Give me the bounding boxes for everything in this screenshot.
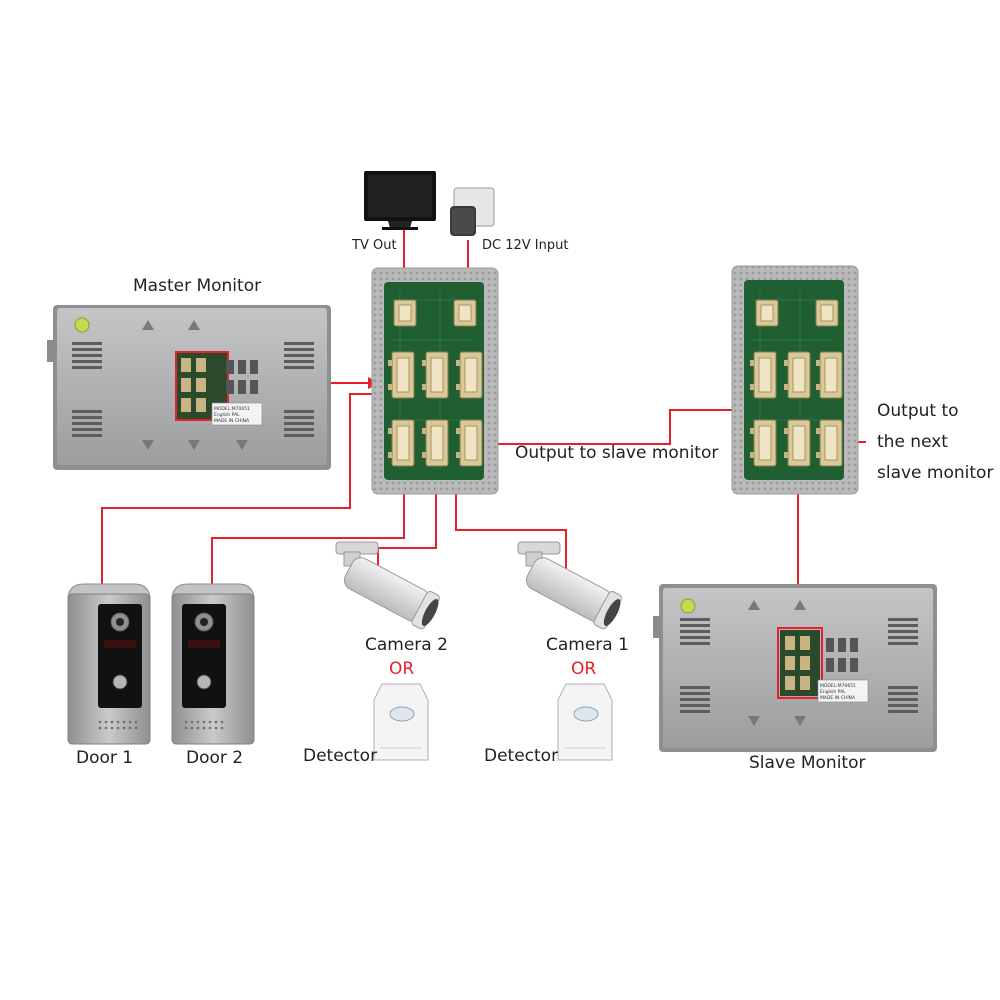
camera2-label: Camera 2 (365, 635, 448, 655)
detector1-label: Detector (303, 746, 378, 766)
output-next-label-line1: Output to (877, 401, 959, 421)
wire-camera2 (377, 470, 437, 576)
master-monitor: MODEL:M70651 English PAL MADE IN CHINA (47, 305, 331, 470)
camera1-label: Camera 1 (546, 635, 629, 655)
detector-1-icon (373, 683, 429, 761)
camera-2-icon (335, 541, 440, 630)
wire-camera1 (455, 470, 567, 576)
slave-sticker-line3: MADE IN CHINA (820, 695, 856, 701)
slave-monitor-label: Slave Monitor (749, 753, 866, 773)
master-sticker-line2: English PAL (214, 412, 240, 418)
or-label-2: OR (571, 659, 597, 679)
output-slave-label: Output to slave monitor (515, 443, 719, 463)
door-station-2 (171, 583, 255, 745)
output-next-label-line3: slave monitor (877, 463, 994, 483)
power-adapter-icon (450, 187, 495, 236)
tv-icon (364, 171, 436, 230)
door2-label: Door 2 (186, 748, 244, 768)
connector-board-slave (731, 265, 859, 495)
wire-door2 (211, 470, 405, 588)
dc-input-label: DC 12V Input (482, 238, 569, 253)
or-label-1: OR (389, 659, 415, 679)
master-monitor-label: Master Monitor (133, 276, 262, 296)
slave-sticker-line1: MODEL:M70651 (820, 683, 856, 689)
detector2-label: Detector (484, 746, 559, 766)
door-station-1 (67, 583, 151, 745)
master-sticker-line3: MADE IN CHINA (214, 418, 250, 424)
tv-out-label: TV Out (352, 238, 397, 253)
wire-door1 (101, 393, 392, 588)
door1-label: Door 1 (76, 748, 134, 768)
master-sticker-line1: MODEL:M70651 (214, 406, 250, 412)
slave-sticker-line2: English PAL (820, 689, 846, 695)
slave-monitor: MODEL:M70651 English PAL MADE IN CHINA (653, 584, 937, 752)
output-next-label-line2: the next (877, 432, 948, 452)
camera-1-icon (517, 541, 622, 630)
connector-board-main (371, 267, 499, 495)
detector-2-icon (557, 683, 613, 761)
